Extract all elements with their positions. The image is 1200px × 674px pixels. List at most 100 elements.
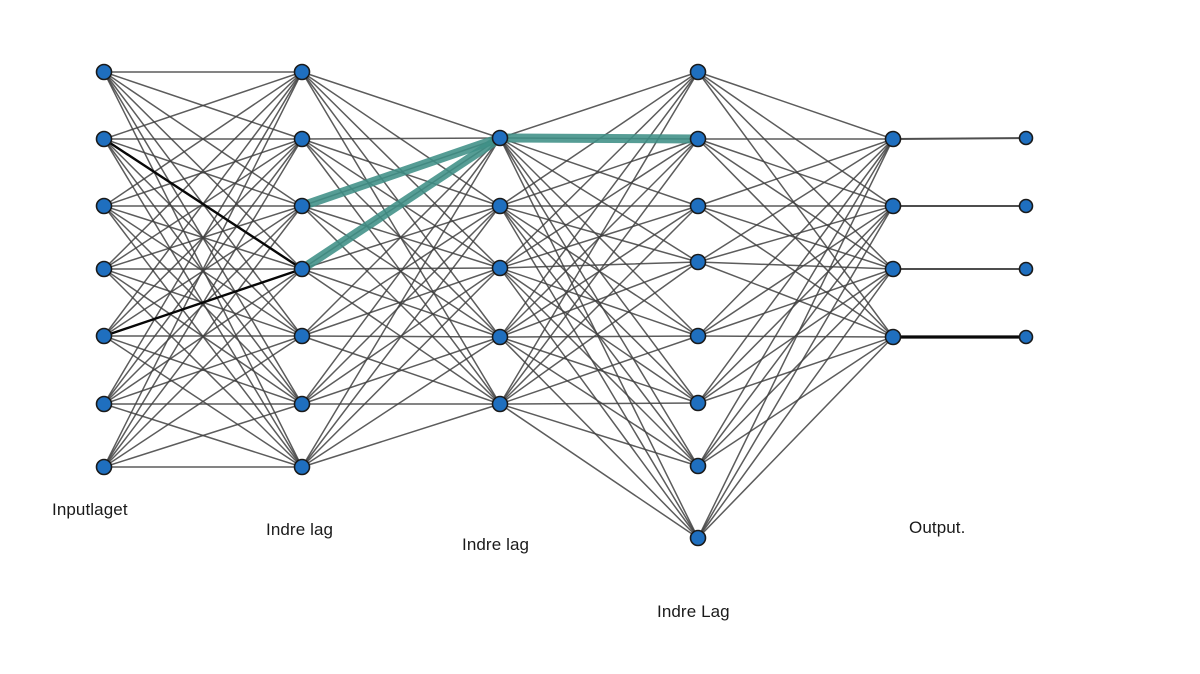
edge-connection: [697, 268, 894, 467]
edge-connection: [103, 71, 303, 207]
edge-connection: [499, 402, 699, 405]
network-node[interactable]: [1018, 130, 1034, 146]
network-node[interactable]: [1018, 329, 1034, 345]
network-node[interactable]: [95, 260, 113, 278]
network-node[interactable]: [95, 327, 113, 345]
edge-connection: [499, 71, 699, 269]
network-node[interactable]: [689, 394, 707, 412]
edge-connection: [697, 138, 894, 467]
edge-connection: [103, 205, 303, 468]
edge-connection: [697, 138, 894, 404]
edge-connection: [499, 137, 699, 263]
emphasized-edge: [102, 137, 304, 271]
edge-connection: [697, 205, 894, 404]
emphasized-edges-group: [102, 137, 1028, 339]
network-node[interactable]: [293, 395, 311, 413]
edge-connection: [499, 403, 699, 467]
network-node[interactable]: [95, 395, 113, 413]
edge-connection: [697, 336, 894, 467]
network-node[interactable]: [689, 529, 707, 547]
nodes-group: [95, 63, 1034, 547]
network-node[interactable]: [1018, 261, 1034, 277]
edge-connection: [103, 335, 303, 405]
edge-connection: [103, 71, 303, 270]
edge-connection: [697, 71, 894, 270]
edge-connection: [697, 261, 894, 338]
edge-connection: [499, 205, 699, 405]
edge-connection: [499, 261, 699, 338]
edge-connection: [301, 267, 501, 270]
edge-connection: [697, 336, 894, 404]
network-node[interactable]: [1018, 198, 1034, 214]
network-node[interactable]: [689, 197, 707, 215]
network-node[interactable]: [293, 260, 311, 278]
network-node[interactable]: [689, 327, 707, 345]
edge-connection: [499, 138, 699, 405]
edge-connection: [697, 205, 894, 539]
network-node[interactable]: [293, 63, 311, 81]
network-node[interactable]: [884, 260, 902, 278]
edge-connection: [301, 137, 501, 405]
network-node[interactable]: [293, 130, 311, 148]
network-node[interactable]: [491, 129, 509, 147]
edge-connection: [697, 138, 894, 337]
edge-connection: [499, 138, 699, 207]
edge-connection: [301, 403, 501, 468]
network-node[interactable]: [884, 197, 902, 215]
label-hidden-1: Indre lag: [266, 520, 334, 539]
network-node[interactable]: [689, 63, 707, 81]
label-hidden-3: Indre Lag: [657, 602, 730, 621]
network-node[interactable]: [293, 458, 311, 476]
network-node[interactable]: [491, 259, 509, 277]
label-hidden-2: Indre lag: [462, 535, 530, 554]
edge-connection: [499, 137, 699, 539]
edge-connection: [301, 267, 501, 468]
edge-connection: [301, 336, 501, 405]
edge-connection: [697, 138, 894, 539]
edge-connection: [697, 261, 894, 270]
network-node[interactable]: [884, 328, 902, 346]
highlighted-edge: [299, 134, 503, 273]
edge-connection: [499, 403, 699, 539]
edge-connection: [301, 205, 501, 405]
edge-connection: [301, 205, 501, 468]
network-node[interactable]: [95, 458, 113, 476]
network-node[interactable]: [689, 130, 707, 148]
edge-connection: [301, 336, 501, 468]
edge-connection: [103, 71, 303, 140]
network-node[interactable]: [884, 130, 902, 148]
edge-connection: [499, 205, 699, 263]
network-node[interactable]: [689, 457, 707, 475]
network-node[interactable]: [491, 395, 509, 413]
edge-connection: [697, 138, 894, 270]
edge-connection: [499, 335, 699, 338]
edges-group: [103, 71, 1027, 539]
edge-connection: [103, 403, 303, 468]
edge-connection: [892, 137, 1027, 140]
edge-connection: [499, 261, 699, 269]
network-node[interactable]: [689, 253, 707, 271]
highlighted-edge: [499, 133, 699, 144]
edge-connection: [499, 267, 699, 467]
highlighted-edge: [300, 133, 502, 211]
network-node[interactable]: [491, 328, 509, 346]
edge-connection: [103, 268, 303, 468]
edge-connection: [103, 205, 303, 405]
network-node[interactable]: [293, 197, 311, 215]
label-output: Output.: [909, 518, 966, 537]
network-node[interactable]: [95, 130, 113, 148]
edge-connection: [499, 71, 699, 139]
label-input: Inputlaget: [52, 500, 128, 519]
highlighted-edges-group: [299, 133, 699, 273]
network-node[interactable]: [491, 197, 509, 215]
network-node[interactable]: [95, 197, 113, 215]
edge-connection: [301, 137, 501, 337]
edge-connection: [103, 71, 303, 405]
edge-connection: [499, 267, 699, 337]
network-node[interactable]: [95, 63, 113, 81]
edge-connection: [499, 205, 699, 539]
edge-connection: [499, 261, 699, 405]
network-node[interactable]: [293, 327, 311, 345]
